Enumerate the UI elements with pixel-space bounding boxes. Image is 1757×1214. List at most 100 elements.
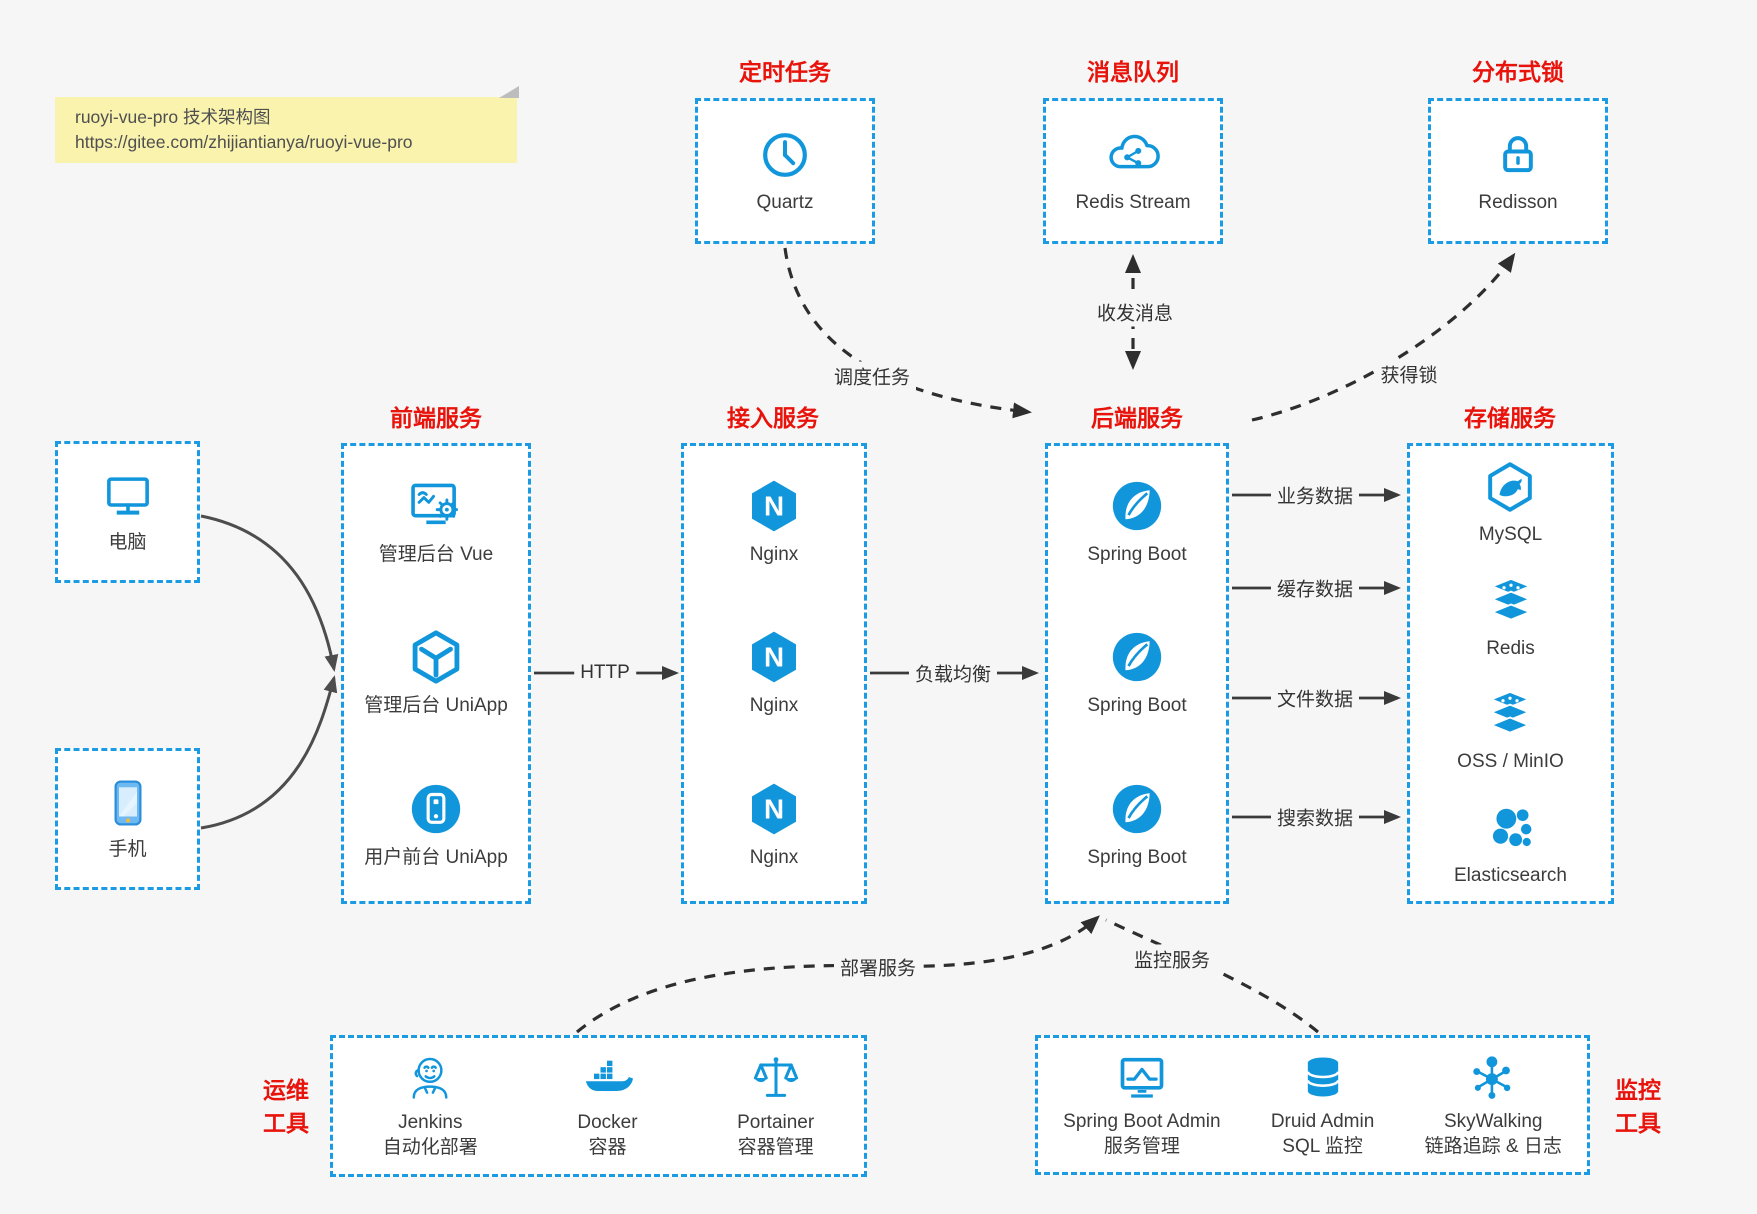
edge-label-cache-data: 缓存数据 (1270, 573, 1360, 603)
druid-admin-node: Druid Admin SQL 监控 (1270, 1051, 1375, 1159)
group-title-message-queue: 消息队列 (1087, 59, 1179, 85)
edge-label-message: 收发消息 (1090, 297, 1180, 327)
database-cylinder-icon (1297, 1051, 1349, 1103)
node-label: Spring Boot (1087, 543, 1187, 565)
spring-leaf-icon (1108, 477, 1166, 535)
node-label: 管理后台 UniApp (364, 695, 508, 717)
group-title-scheduled-tasks: 定时任务 (739, 59, 831, 85)
oss-minio-node: OSS / MinIO (1457, 686, 1564, 774)
svg-text:N: N (764, 490, 784, 521)
admin-vue-node: 管理后台 Vue (379, 477, 493, 567)
backend-group-box: Spring Boot Spring Boot Spring Boot (1045, 443, 1229, 904)
node-label: Spring Boot Admin (1063, 1111, 1221, 1132)
spring-boot-node: Spring Boot (1087, 780, 1187, 870)
node-label: Redis (1486, 637, 1535, 659)
nginx-node: N Nginx (745, 628, 803, 718)
elasticsearch-node: Elasticsearch (1454, 800, 1567, 888)
node-label: Druid Admin (1270, 1111, 1375, 1132)
admin-uniapp-node: 管理后台 UniApp (364, 628, 508, 718)
node-sublabel: 容器 (588, 1137, 627, 1158)
desktop-icon (101, 469, 155, 523)
mysql-dolphin-hexagon-icon (1482, 459, 1538, 515)
node-label: Elasticsearch (1454, 865, 1567, 887)
admin-screen-gear-icon (407, 477, 465, 535)
node-label: Nginx (749, 847, 799, 869)
spring-leaf-icon (1108, 628, 1166, 686)
desktop-client-box: 电脑 (55, 441, 200, 583)
nginx-node: N Nginx (745, 780, 803, 870)
node-label: 管理后台 Vue (378, 543, 494, 565)
node-label: 用户前台 UniApp (364, 847, 508, 869)
elasticsearch-cluster-icon (1483, 800, 1539, 856)
phone-client-node: 手机 (101, 776, 155, 862)
devops-group-box: Jenkins 自动化部署 Docker 容器 (330, 1035, 867, 1177)
docker-whale-icon (581, 1052, 634, 1104)
edge-label-file-data: 文件数据 (1270, 683, 1360, 713)
svg-text:N: N (764, 794, 784, 825)
redis-stack-icon (1483, 573, 1539, 629)
node-label: OSS / MinIO (1457, 751, 1564, 773)
jenkins-node: Jenkins 自动化部署 (383, 1052, 478, 1160)
node-label: Jenkins (398, 1112, 463, 1133)
lock-icon (1490, 127, 1546, 183)
node-sublabel: 链路追踪 & 日志 (1424, 1136, 1562, 1157)
spring-boot-admin-node: Spring Boot Admin 服务管理 (1063, 1051, 1221, 1159)
edge-label-lock: 获得锁 (1374, 359, 1444, 389)
quartz-node: Quartz (756, 127, 814, 215)
note-fold-corner (499, 86, 519, 98)
node-sublabel: 服务管理 (1103, 1136, 1180, 1157)
gateway-group-box: N Nginx N Nginx N Nginx (681, 443, 867, 904)
redis-stream-node: Redis Stream (1075, 127, 1191, 215)
nginx-hexagon-icon: N (745, 628, 803, 686)
edge-monitor-service (1105, 918, 1320, 1034)
jenkins-butler-icon (404, 1052, 456, 1104)
devops-tools-title: 运维 工具 (244, 1074, 328, 1140)
edge-label-http: HTTP (574, 661, 636, 685)
nginx-hexagon-icon: N (745, 780, 803, 838)
redis-node: Redis (1483, 573, 1539, 661)
user-uniapp-node: 用户前台 UniApp (364, 780, 508, 870)
node-label: Nginx (749, 543, 799, 565)
node-label: Spring Boot (1087, 695, 1187, 717)
scales-icon (750, 1052, 802, 1104)
node-label: Redis Stream (1075, 192, 1191, 213)
group-title-storage: 存储服务 (1464, 405, 1556, 431)
edge-label-monitor: 监控服务 (1127, 944, 1217, 974)
node-label: SkyWalking (1443, 1111, 1543, 1132)
node-label: MySQL (1478, 523, 1543, 545)
edge-desktop-to-frontend (200, 514, 339, 672)
skywalking-node: SkyWalking 链路追踪 & 日志 (1425, 1051, 1562, 1159)
redis-stream-box: Redis Stream (1043, 98, 1223, 244)
svg-text:N: N (764, 642, 784, 673)
node-label: Nginx (749, 695, 799, 717)
redisson-box: Redisson (1428, 98, 1608, 244)
sticky-note: ruoyi-vue-pro 技术架构图 https://gitee.com/zh… (55, 86, 519, 163)
group-title-backend: 后端服务 (1091, 405, 1183, 431)
phone-client-box: 手机 (55, 748, 200, 890)
node-label: Spring Boot (1087, 847, 1187, 869)
smartphone-icon (101, 776, 155, 830)
devops-title-line1: 运维 (263, 1077, 309, 1103)
edge-label-schedule: 调度任务 (827, 361, 917, 391)
monitor-pulse-icon (1116, 1051, 1168, 1103)
node-label: 电脑 (108, 532, 147, 553)
devops-title-line2: 工具 (263, 1110, 309, 1136)
node-label: 手机 (108, 839, 147, 860)
spring-leaf-icon (1108, 780, 1166, 838)
frontend-group-box: 管理后台 Vue 管理后台 UniApp 用户前台 UniApp (341, 443, 531, 904)
edge-label-search-data: 搜索数据 (1270, 802, 1360, 832)
node-label: Quartz (756, 192, 814, 213)
node-sublabel: 容器管理 (737, 1137, 814, 1158)
node-label: Portainer (737, 1112, 815, 1133)
group-title-frontend: 前端服务 (390, 405, 482, 431)
app-circle-phone-icon (407, 780, 465, 838)
cloud-share-icon (1105, 127, 1161, 183)
note-title: ruoyi-vue-pro 技术架构图 (75, 107, 271, 127)
spring-boot-node: Spring Boot (1087, 477, 1187, 567)
edge-label-business-data: 业务数据 (1270, 480, 1360, 510)
group-title-gateway: 接入服务 (727, 405, 819, 431)
quartz-box: Quartz (695, 98, 875, 244)
monitoring-title-line1: 监控 (1615, 1077, 1661, 1103)
node-sublabel: 自动化部署 (382, 1137, 478, 1158)
portainer-node: Portainer 容器管理 (737, 1052, 814, 1160)
